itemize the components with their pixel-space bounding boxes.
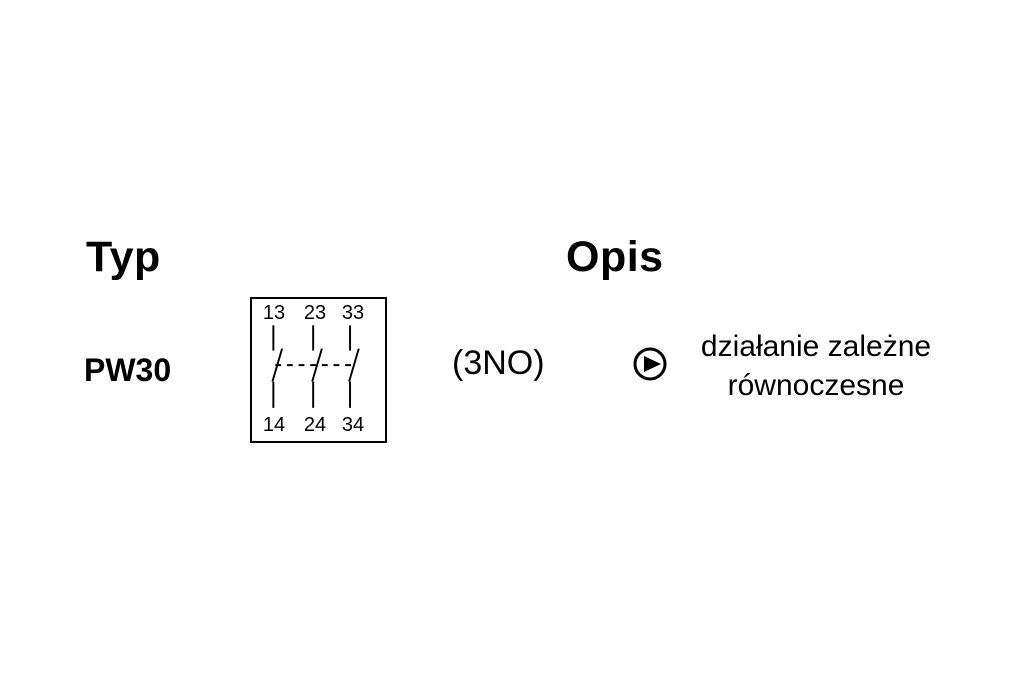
contact-schematic: 13 23 33 14 24 34 [250, 297, 387, 443]
no-contacts-drawing [271, 325, 360, 408]
description-line-2: równoczesne [727, 369, 905, 402]
type-label: PW30 [84, 352, 172, 388]
column-header-opis: Opis [566, 233, 664, 281]
terminal-label: 34 [341, 414, 365, 436]
terminal-label: 33 [341, 302, 365, 324]
terminal-label: 13 [262, 302, 286, 324]
terminal-label: 24 [303, 414, 327, 436]
terminal-label: 23 [303, 302, 327, 324]
column-header-typ: Typ [86, 233, 161, 281]
description-text: działanie zależne równoczesne [690, 327, 942, 405]
terminal-label: 14 [262, 414, 286, 436]
contacts-count-label: (3NO) [452, 344, 545, 382]
description-line-1: działanie zależne [700, 330, 932, 363]
arrow-in-circle-icon [632, 346, 668, 382]
